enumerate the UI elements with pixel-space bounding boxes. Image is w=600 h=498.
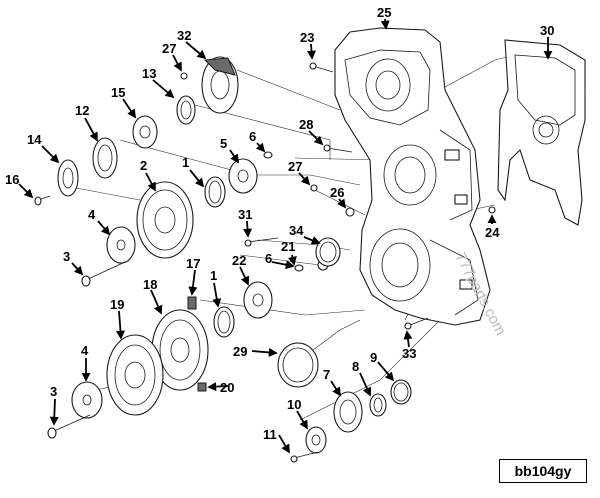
- leader-c6a: [255, 142, 266, 153]
- callout-c13: 13: [142, 66, 156, 81]
- leader-c20: [207, 382, 229, 392]
- callout-c27b: 27: [288, 159, 302, 174]
- leader-c3a: [71, 262, 84, 276]
- callout-c21: 21: [281, 239, 295, 254]
- callout-c4b: 4: [81, 343, 89, 358]
- leader-c16: [18, 183, 34, 199]
- leader-c13: [152, 79, 175, 99]
- leader-c22: [239, 266, 250, 286]
- leader-c17: [188, 269, 198, 296]
- callout-c26: 26: [330, 185, 344, 200]
- callout-c3b: 3: [50, 384, 57, 399]
- callout-c7: 7: [323, 367, 330, 382]
- callout-c31: 31: [238, 207, 252, 222]
- leader-c14: [41, 145, 60, 164]
- callout-c2: 2: [140, 158, 147, 173]
- callout-c19: 19: [110, 297, 124, 312]
- leader-c18: [150, 289, 163, 315]
- lower-hub-assembly: [187, 237, 341, 338]
- callout-c6b: 6: [265, 251, 272, 266]
- leader-c25: [380, 18, 390, 30]
- leader-c27a: [172, 54, 182, 72]
- leader-c31: [243, 220, 253, 238]
- callout-c32: 32: [177, 28, 191, 43]
- callout-c9: 9: [370, 350, 377, 365]
- leader-c4a: [97, 220, 111, 236]
- callout-c11: 11: [263, 427, 277, 442]
- leader-c27b: [298, 172, 311, 186]
- crank-gear-assembly: [47, 309, 209, 439]
- upper-hub-assembly: [204, 151, 273, 208]
- callout-c23: 23: [300, 30, 314, 45]
- callout-c8: 8: [352, 359, 359, 374]
- leader-c19: [115, 310, 125, 340]
- callout-c14: 14: [27, 132, 42, 147]
- callout-c16: 16: [5, 172, 19, 187]
- leader-c6b: [271, 260, 295, 270]
- figure-reference-label: bb104gy: [499, 459, 587, 483]
- leader-c12: [84, 117, 98, 142]
- callout-c3a: 3: [63, 249, 70, 264]
- front-seal-assembly: [277, 342, 412, 463]
- callout-c1a: 1: [182, 155, 189, 170]
- leader-c33: [403, 330, 413, 348]
- callout-c15: 15: [111, 85, 125, 100]
- callout-c28: 28: [299, 117, 313, 132]
- leader-c9: [377, 361, 395, 382]
- leader-c3b: [49, 398, 59, 426]
- housing-bolts: [180, 62, 496, 330]
- leader-c15: [122, 98, 136, 119]
- callout-c24: 24: [485, 225, 500, 240]
- callout-c22: 22: [232, 253, 246, 268]
- gasket-plate: [497, 39, 586, 226]
- leader-c5: [229, 149, 239, 164]
- leader-c8: [359, 372, 372, 397]
- callout-c4a: 4: [88, 207, 96, 222]
- callout-c29: 29: [233, 344, 247, 359]
- callout-labels: 1 1 2 3 3 4 4 5 6 6 7 8 9 10 11 12 13 14…: [5, 5, 554, 442]
- leader-c2: [145, 172, 156, 192]
- callout-c20: 20: [220, 380, 234, 395]
- callout-c27a: 27: [162, 41, 176, 56]
- leader-c1b: [212, 282, 222, 308]
- callout-leaders: [18, 18, 553, 454]
- callout-c33: 33: [402, 346, 416, 361]
- callout-c6a: 6: [249, 129, 256, 144]
- callout-c5: 5: [220, 136, 227, 151]
- callout-c18: 18: [143, 277, 157, 292]
- gear-housing: [334, 27, 491, 326]
- callout-c25: 25: [377, 5, 391, 20]
- leader-c23: [306, 43, 316, 60]
- callout-c1b: 1: [210, 268, 217, 283]
- idler-gear-assembly: [81, 181, 194, 287]
- leader-c29: [251, 347, 278, 357]
- callout-c12: 12: [75, 103, 89, 118]
- leader-c21: [288, 254, 297, 266]
- cam-gear-assembly: [34, 56, 239, 206]
- leader-c10: [296, 410, 308, 430]
- leader-c11: [278, 434, 290, 454]
- callout-c34: 34: [289, 223, 304, 238]
- callout-c10: 10: [287, 397, 301, 412]
- leader-c28: [308, 130, 324, 146]
- leader-c1a: [189, 169, 205, 188]
- leader-c26: [337, 198, 347, 209]
- callout-c30: 30: [540, 23, 554, 38]
- callout-c17: 17: [186, 256, 200, 271]
- leader-c7: [330, 380, 341, 397]
- leader-c34: [303, 236, 321, 245]
- leader-c32: [185, 41, 207, 60]
